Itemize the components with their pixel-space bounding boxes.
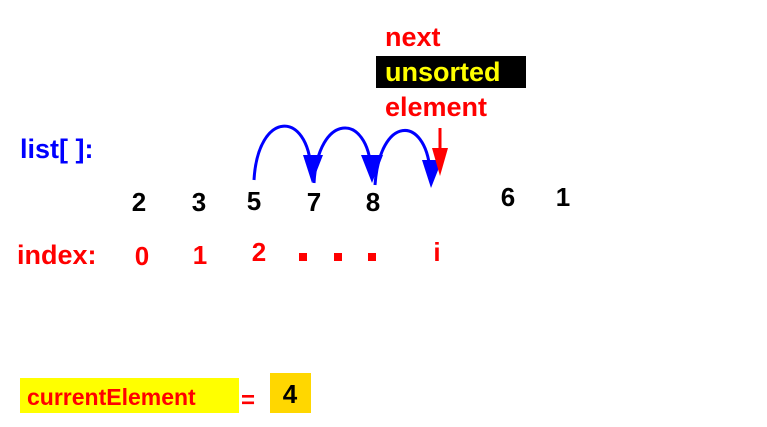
arrowhead-icon — [361, 155, 383, 183]
current-element-highlight — [20, 378, 239, 413]
indices: 0 1 2 i — [135, 237, 441, 271]
unsorted-highlight — [376, 56, 526, 88]
list-value: 3 — [192, 187, 206, 217]
ellipsis-dots — [299, 253, 376, 261]
shift-arc-1 — [252, 124, 313, 181]
list-value: 8 — [366, 187, 380, 217]
index-value: 2 — [252, 237, 266, 267]
index-value: 0 — [135, 241, 149, 271]
list-value: 2 — [132, 187, 146, 217]
current-element-box — [270, 373, 311, 413]
list-value: 7 — [307, 187, 321, 217]
arrowhead-icon — [422, 160, 442, 188]
shift-arrowheads — [303, 155, 442, 188]
next-pointer-arrow-icon — [432, 148, 448, 176]
current-element-value: 4 — [283, 379, 298, 409]
list-value: 1 — [556, 182, 570, 212]
list-values: 2 3 5 7 8 6 1 — [132, 182, 570, 217]
unsorted-label: unsorted — [385, 57, 501, 87]
current-element-label: currentElement — [27, 384, 196, 410]
index-label: index: — [17, 240, 97, 270]
next-label: next — [385, 22, 441, 52]
arrowhead-icon — [303, 155, 323, 183]
list-label: list[ ]: — [20, 134, 94, 164]
shift-arc-3 — [373, 129, 432, 186]
index-value: 1 — [193, 240, 207, 270]
list-value: 5 — [247, 186, 261, 216]
element-label: element — [385, 92, 487, 122]
shift-arcs — [252, 124, 432, 186]
equals-sign: = — [241, 387, 255, 414]
list-value: 6 — [501, 182, 515, 212]
index-value: i — [433, 237, 440, 267]
